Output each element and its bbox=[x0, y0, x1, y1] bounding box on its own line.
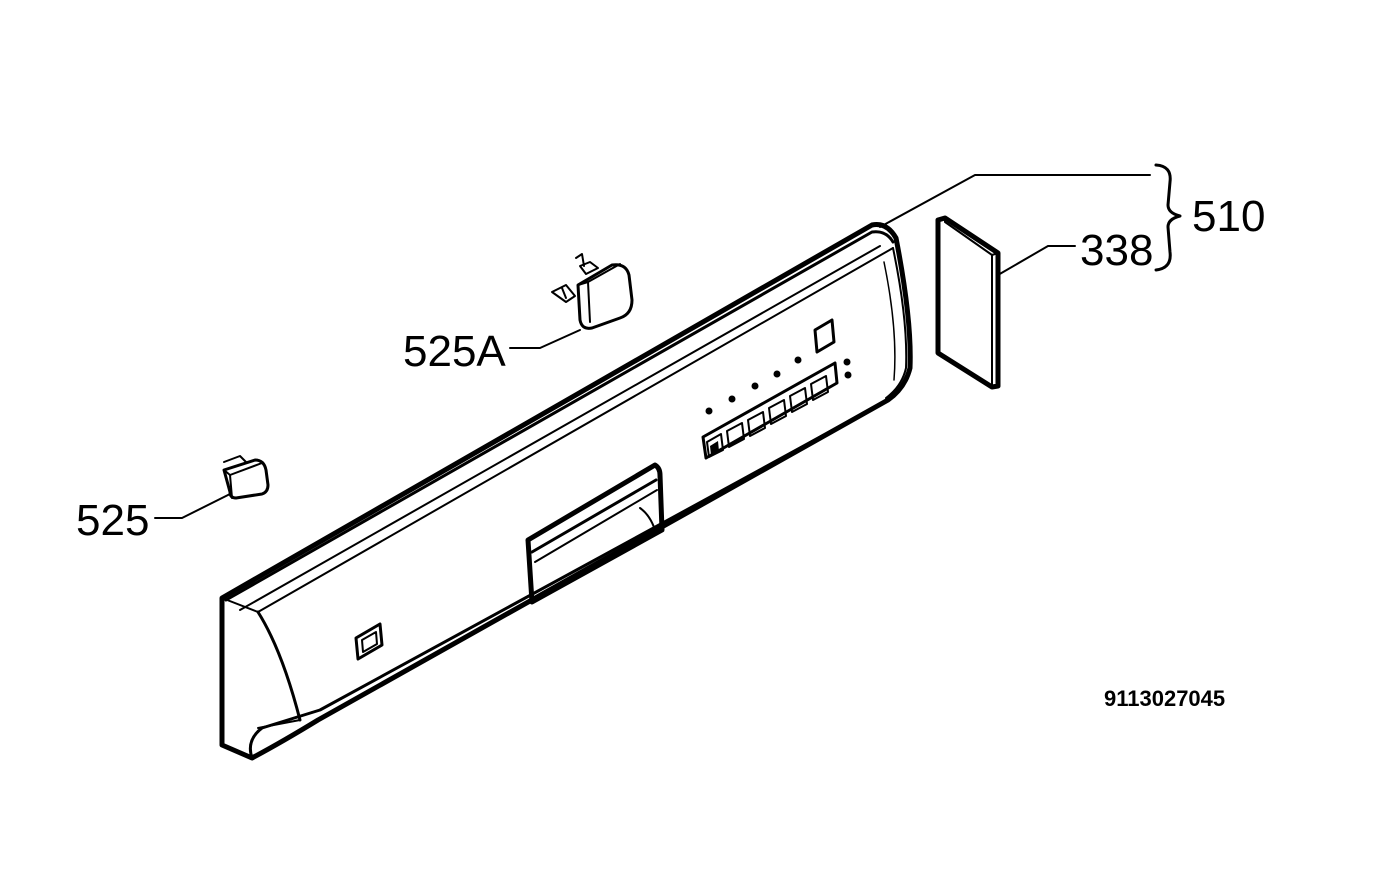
group-brace bbox=[1154, 163, 1182, 272]
label-510: 510 bbox=[1192, 192, 1265, 241]
indicator-dots bbox=[705, 356, 852, 415]
leader-lines bbox=[154, 174, 1151, 519]
label-525a: 525A bbox=[403, 327, 506, 376]
switch-525 bbox=[222, 455, 270, 500]
control-panel bbox=[219, 222, 913, 761]
label-525: 525 bbox=[76, 496, 149, 545]
switch-525a bbox=[551, 253, 634, 330]
drawing-code: 9113027045 bbox=[1104, 686, 1225, 711]
display-window bbox=[813, 318, 836, 354]
insert-panel bbox=[935, 215, 1001, 390]
button-row bbox=[701, 361, 839, 460]
handle-recess bbox=[525, 462, 665, 605]
switch-window bbox=[354, 622, 384, 661]
label-338: 338 bbox=[1080, 226, 1153, 275]
